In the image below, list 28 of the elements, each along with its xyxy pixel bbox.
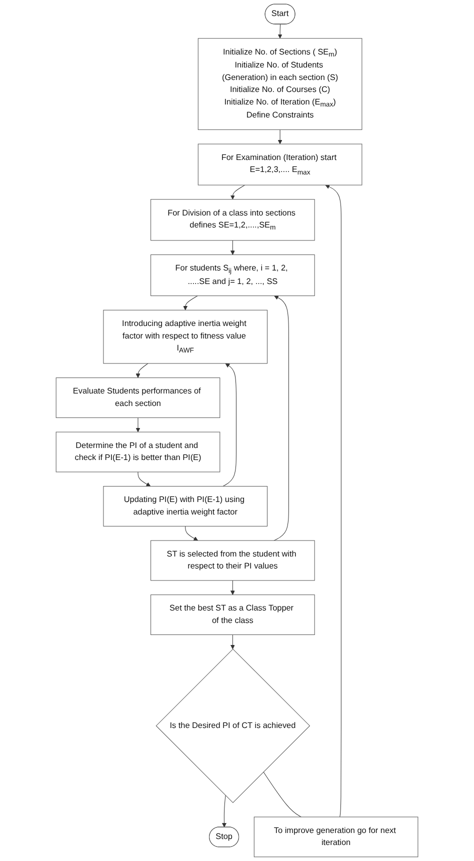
arrow — [230, 634, 235, 650]
connector — [263, 772, 302, 818]
arrow — [138, 472, 151, 486]
node-box: Introducing adaptive inertia weight factor with respect to fitness value I$_{AWF}$ — [103, 310, 268, 364]
arrow — [230, 184, 246, 200]
node-box: For students S$_{ij}$ where, i = 1, 2, .....SE and j= 1, 2, ..., SS — [150, 254, 315, 296]
arrow — [325, 184, 342, 818]
node-box: Set the best ST as a Class Topper of the class — [150, 594, 315, 635]
node-box: For Division of a class into sections defines SE=1,2,....,SE$_{m}$ — [150, 199, 315, 241]
node-box: To improve generation go for next iteration — [254, 816, 418, 858]
node-diamond: Is the Desired PI of CT is achieved — [156, 648, 310, 803]
node-box: For Examination (Iteration) start E=1,2,3,.... E$_{max}$ — [198, 144, 362, 186]
arrow — [274, 296, 289, 541]
arrow — [136, 417, 140, 432]
arrow — [278, 24, 282, 39]
node-box: Determine the PI of a student and check if PI(E-1) is better than PI(E) — [56, 432, 220, 472]
arrow — [230, 240, 235, 255]
arrow — [185, 526, 198, 541]
node-box: Evaluate Students performances of each section — [56, 378, 220, 418]
arrow — [222, 795, 226, 828]
node-box: Updating PI(E) with PI(E-1) using adaptive inertia weight factor — [103, 486, 268, 526]
arrow — [183, 296, 198, 310]
node-box: Initialize No. of Sections ( SE$_{m}$) Initialize No. of Students (Generation) in each section (S) Initialize No. of Courses (C) Initialize No. of Iteration (E$_{max}$) Define Constraints — [198, 38, 362, 130]
arrow — [222, 363, 236, 487]
arrow — [230, 580, 235, 595]
arrow — [278, 129, 282, 144]
arrow — [136, 363, 148, 378]
node-box: ST is selected from the student with respect to their PI values — [150, 540, 315, 581]
